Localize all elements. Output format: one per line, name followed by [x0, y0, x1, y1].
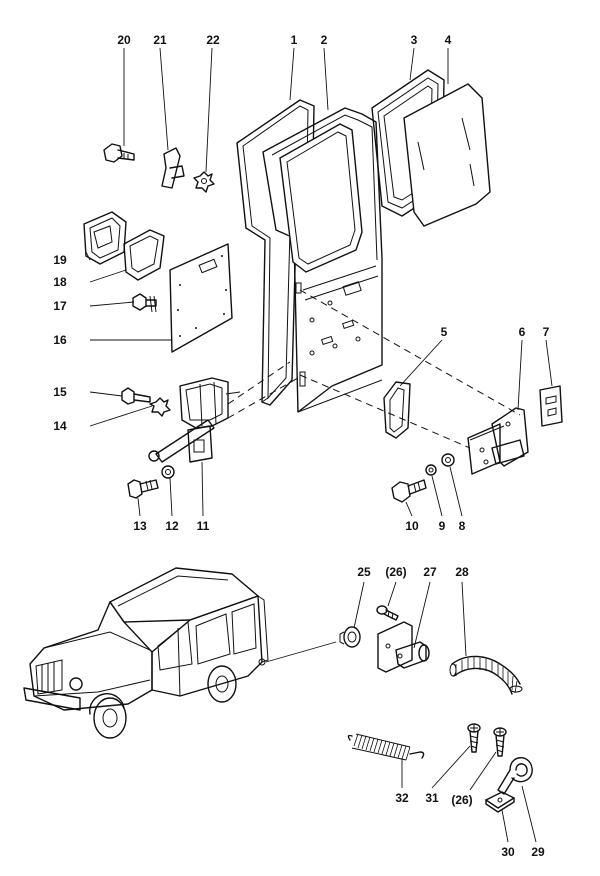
bolt-part — [127, 479, 159, 499]
trim-panel-part — [169, 243, 233, 353]
callout-11: 11 — [197, 519, 210, 533]
callout-17: 17 — [53, 299, 67, 313]
striker-plate-part — [161, 147, 185, 189]
screw-part — [467, 723, 481, 753]
cable-clip-part — [497, 757, 533, 795]
screw-part — [493, 727, 507, 757]
callout-21: 21 — [153, 33, 167, 47]
lock-washer-part — [193, 171, 215, 193]
bolt-part — [103, 143, 135, 163]
door-shell-part — [262, 107, 383, 413]
leader-lines — [85, 47, 553, 843]
callout-labels: 20 21 22 1 2 3 4 19 18 17 16 15 14 5 6 7… — [53, 33, 549, 859]
callout-7: 7 — [543, 325, 550, 339]
door-frame-part — [236, 99, 315, 406]
nut-plate-part — [485, 791, 515, 813]
callout-14: 14 — [53, 419, 67, 433]
screw-part — [376, 605, 399, 621]
callout-3: 3 — [411, 33, 418, 47]
callout-5: 5 — [441, 325, 448, 339]
hinge-gasket-part — [383, 381, 411, 439]
hinge-part — [467, 407, 529, 475]
assembly-lines — [227, 289, 521, 449]
handle-gasket-part — [123, 229, 165, 281]
callout-15: 15 — [53, 385, 67, 399]
callout-9: 9 — [439, 519, 446, 533]
callout-32: 32 — [395, 791, 409, 805]
washer-part — [161, 465, 175, 479]
trim-clip-part — [132, 293, 157, 313]
window-glass-part — [403, 83, 491, 227]
callout-28: 28 — [455, 565, 469, 579]
callout-22: 22 — [206, 33, 220, 47]
callout-8: 8 — [459, 519, 466, 533]
callout-29: 29 — [531, 845, 545, 859]
vehicle-illustration — [23, 567, 337, 739]
callout-27: 27 — [423, 565, 437, 579]
lock-washer-part — [149, 397, 171, 417]
shim-part — [539, 385, 563, 427]
callout-26-upper: (26) — [385, 565, 406, 579]
sleeve-part — [449, 655, 523, 695]
callout-30: 30 — [501, 845, 515, 859]
lock-washer-part — [425, 464, 437, 476]
callout-13: 13 — [133, 519, 147, 533]
callout-4: 4 — [445, 33, 452, 47]
handle-bezel-part — [83, 211, 127, 265]
callout-26-lower: (26) — [451, 793, 472, 807]
callout-12: 12 — [165, 519, 179, 533]
callout-31: 31 — [425, 791, 439, 805]
washer-part — [441, 453, 455, 467]
callout-18: 18 — [53, 275, 67, 289]
bolt-part — [391, 479, 427, 503]
bushing-part — [339, 626, 361, 648]
callout-10: 10 — [405, 519, 419, 533]
callout-25: 25 — [357, 565, 371, 579]
bracket-pin-part — [377, 621, 430, 673]
callout-20: 20 — [117, 33, 131, 47]
spring-part — [347, 733, 425, 761]
bolt-part — [121, 387, 151, 405]
callout-6: 6 — [519, 325, 526, 339]
callout-1: 1 — [291, 33, 298, 47]
callout-19: 19 — [53, 253, 67, 267]
door-check-part — [148, 377, 241, 463]
callout-16: 16 — [53, 333, 67, 347]
callout-2: 2 — [321, 33, 328, 47]
